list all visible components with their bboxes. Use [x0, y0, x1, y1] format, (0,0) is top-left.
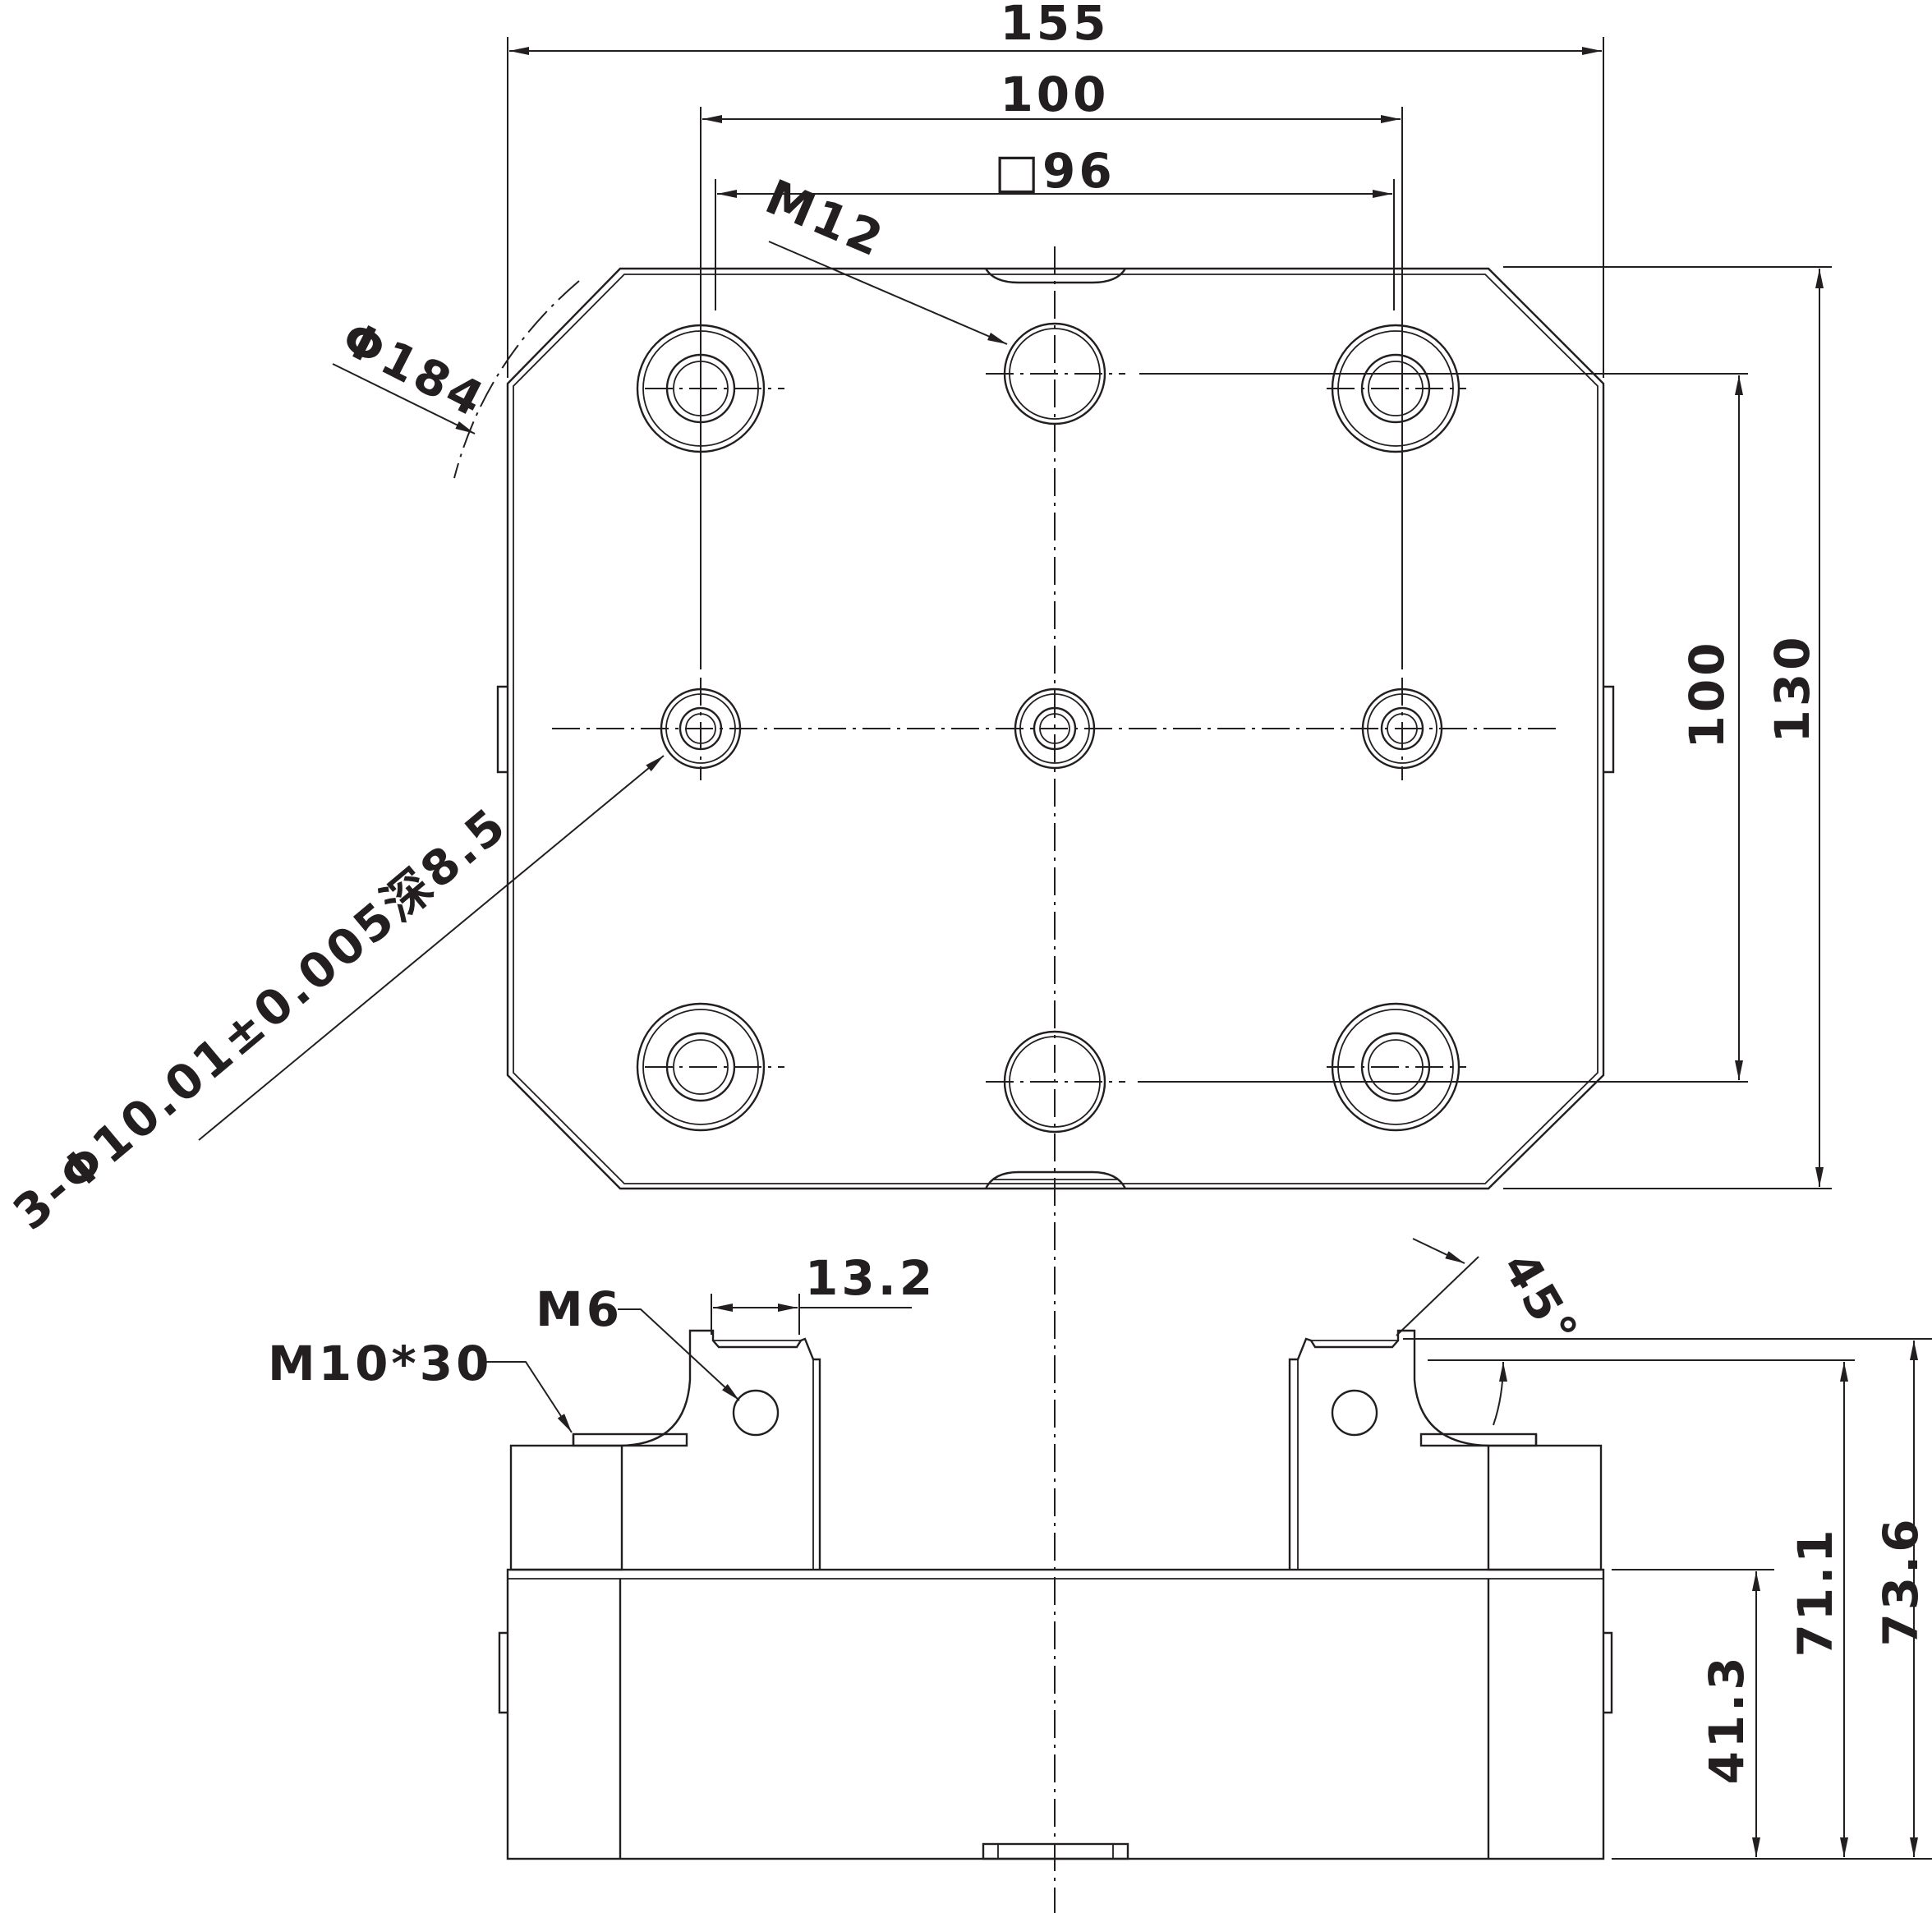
- counterbore-hole-top-left: [636, 324, 784, 453]
- thread-m6-label: M6: [536, 1281, 623, 1337]
- dim-73-6-label: 73.6: [1873, 1515, 1929, 1646]
- top-view: [453, 246, 1615, 1913]
- side-dimensions: M6 M10*30 13.2 45° 41.3 71.1 73.6: [268, 1238, 1932, 1860]
- m12-hole-top: [986, 322, 1125, 425]
- pin-hole-right: [1361, 678, 1443, 780]
- dim-square-96-label: □96: [994, 143, 1116, 199]
- right-bolt-head: [1419, 1432, 1538, 1447]
- left-tab: [496, 685, 508, 774]
- right-m6-hole: [1331, 1389, 1378, 1437]
- dim-100-right-label: 100: [1679, 639, 1735, 748]
- bolt-m10-label: M10*30: [268, 1336, 492, 1391]
- angle-45-label: 45°: [1492, 1243, 1590, 1357]
- m12-hole-bottom: [986, 1030, 1125, 1134]
- dim-71-1-label: 71.1: [1787, 1526, 1843, 1657]
- left-bolt-head: [572, 1432, 688, 1447]
- dim-130-label: 130: [1764, 633, 1820, 743]
- counterbore-hole-bottom-left: [636, 1002, 784, 1132]
- plate-inner-edge: [513, 274, 1598, 1184]
- right-tab: [1603, 685, 1615, 774]
- left-m6-hole: [732, 1389, 780, 1437]
- bottom-notch: [984, 1170, 1127, 1189]
- dim-13-2-label: 13.2: [805, 1250, 936, 1306]
- dim-155-label: 155: [1000, 0, 1109, 51]
- thread-m12-label: M12: [758, 168, 894, 268]
- bottom-slot: [982, 1842, 1129, 1860]
- dim-41-3-label: 41.3: [1699, 1653, 1755, 1784]
- pin-hole-left: [660, 678, 742, 780]
- side-view: [498, 1329, 1613, 1860]
- counterbore-hole-bottom-right: [1327, 1002, 1466, 1132]
- top-dimensions: 155 100 □96 M12 Φ184 100 130 3-Φ10.: [2, 0, 1832, 1241]
- plate-outline: [506, 267, 1605, 1190]
- left-shoulder: [509, 1444, 623, 1571]
- dim-100-top-label: 100: [1000, 67, 1109, 122]
- base-right-tab: [1603, 1631, 1613, 1714]
- right-clamp-jaw: [1288, 1329, 1489, 1570]
- counterbore-hole-top-right: [1327, 324, 1466, 453]
- base-left-tab: [498, 1631, 508, 1714]
- pin-holes-label: 3-Φ10.01±0.005深8.5: [2, 796, 518, 1241]
- pin-hole-center: [1014, 687, 1096, 770]
- diameter-184-label: Φ184: [334, 310, 495, 429]
- left-clamp-jaw: [621, 1329, 821, 1570]
- right-shoulder: [1487, 1444, 1603, 1571]
